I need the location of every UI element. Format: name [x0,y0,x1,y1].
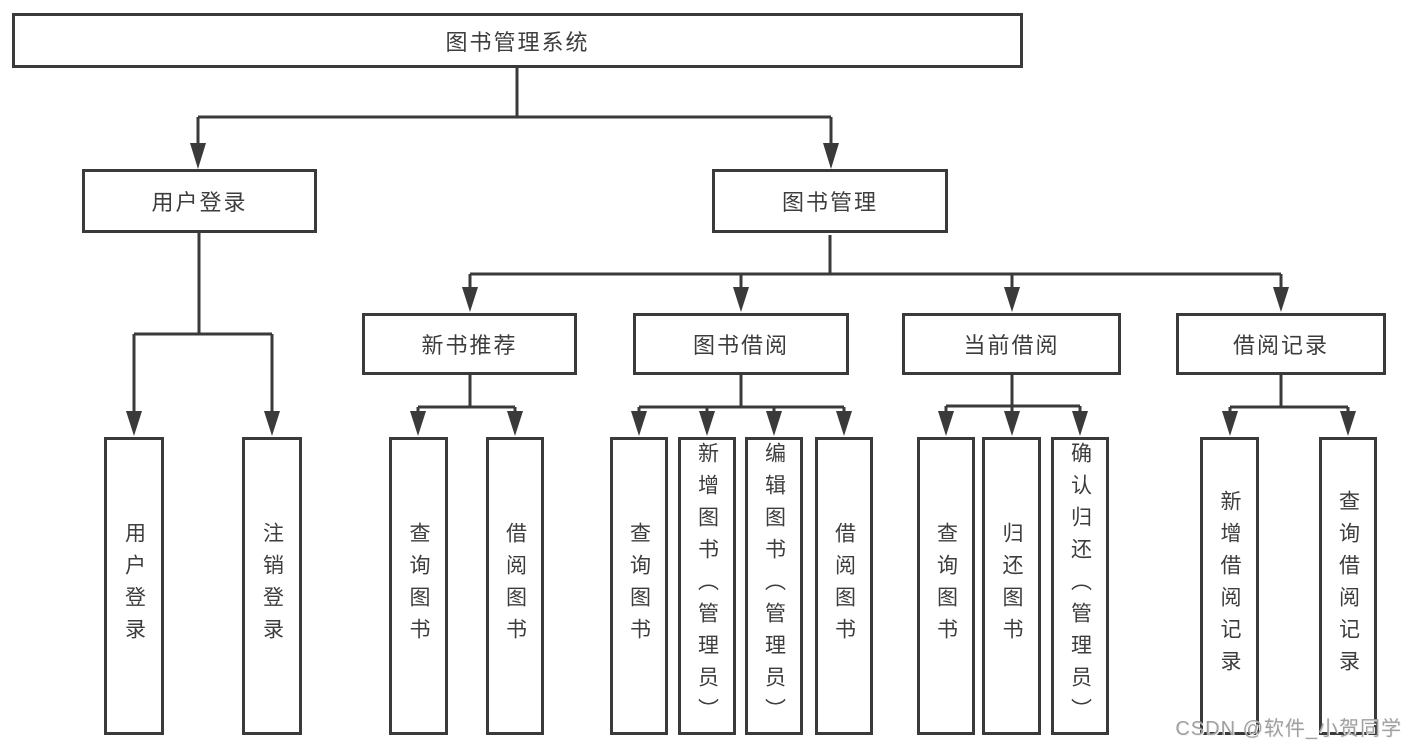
node-borrowing-record: 借阅记录 [1176,313,1386,375]
node-book-management-label: 图书管理 [781,190,878,215]
node-current-borrowing: 当前借阅 [902,313,1121,375]
arrow-down-icon [733,287,749,312]
arrow-down-icon [1072,411,1088,436]
arrow-down-icon [507,411,523,436]
node-user-login: 用户登录 [82,169,317,233]
connector-line [468,235,1283,289]
node-new-book-recommendation: 新书推荐 [362,313,577,375]
leaf-current-query-books: 查询图书 [917,437,975,735]
leaf-current-query-books-label: 查询图书 [934,522,958,650]
node-book-borrowing: 图书借阅 [633,313,849,375]
arrow-down-icon [699,411,715,436]
node-root: 图书管理系统 [12,13,1023,68]
connector-current-borrowing-children [938,374,1088,436]
watermark: CSDN @软件_小贺同学 [1175,718,1402,740]
leaf-newbook-borrow-books-label: 借阅图书 [503,522,527,650]
connector-line [1228,374,1350,413]
node-user-login-label: 用户登录 [151,190,248,215]
arrow-down-icon [1340,411,1356,436]
connector-new-book-children [410,374,523,436]
leaf-borrow-edit-books-admin: 编辑图书（管理员） [745,437,803,735]
arrow-down-icon [1273,287,1289,312]
node-root-label: 图书管理系统 [445,29,590,55]
leaf-borrow-query-books-label: 查询图书 [627,522,651,650]
arrow-down-icon [1222,411,1238,436]
leaf-borrow-add-books-admin-label: 新增图书（管理员） [695,442,719,730]
leaf-newbook-query-books: 查询图书 [389,437,448,735]
connector-book-borrowing-children [631,374,852,436]
leaf-logout: 注销登录 [242,437,302,735]
connector-line [944,374,1082,413]
arrow-down-icon [823,143,839,169]
arrow-down-icon [462,287,478,312]
leaf-user-login: 用户登录 [104,437,164,735]
arrow-down-icon [1004,411,1020,436]
connector-book-management-children [462,235,1289,312]
connector-root-to-level2 [190,68,839,169]
leaf-borrow-borrow-books-label: 借阅图书 [832,522,856,650]
arrow-down-icon [631,411,647,436]
arrow-down-icon [1004,287,1020,312]
leaf-borrow-add-books-admin: 新增图书（管理员） [678,437,736,735]
leaf-record-add-borrow-record-label: 新增借阅记录 [1218,490,1241,682]
arrow-down-icon [938,411,954,436]
leaf-current-return-books: 归还图书 [982,437,1041,735]
leaf-borrow-borrow-books: 借阅图书 [815,437,873,735]
arrow-down-icon [126,411,142,436]
connector-user-login-children [126,233,280,436]
node-book-borrowing-label: 图书借阅 [692,333,789,358]
node-borrowing-record-label: 借阅记录 [1232,333,1329,358]
connector-line [637,374,846,413]
connector-line [196,68,833,144]
leaf-borrow-query-books: 查询图书 [610,437,668,735]
arrow-down-icon [264,411,280,436]
leaf-borrow-edit-books-admin-label: 编辑图书（管理员） [762,442,786,730]
leaf-newbook-query-books-label: 查询图书 [407,522,430,650]
leaf-logout-label: 注销登录 [260,522,284,650]
connector-line [416,374,517,413]
arrow-down-icon [766,411,782,436]
arrow-down-icon [410,411,426,436]
arrow-down-icon [190,143,206,169]
node-new-book-recommendation-label: 新书推荐 [421,333,518,358]
connector-line [132,233,274,412]
leaf-user-login-label: 用户登录 [122,522,146,650]
arrow-down-icon [836,411,852,436]
leaf-record-query-borrow-record: 查询借阅记录 [1319,437,1377,735]
leaf-current-confirm-return-admin: 确认归还（管理员） [1051,437,1109,735]
node-current-borrowing-label: 当前借阅 [963,333,1060,358]
leaf-newbook-borrow-books: 借阅图书 [486,437,544,735]
leaf-current-return-books-label: 归还图书 [1000,522,1023,650]
leaf-current-confirm-return-admin-label: 确认归还（管理员） [1068,442,1092,730]
leaf-record-query-borrow-record-label: 查询借阅记录 [1336,490,1360,682]
leaf-record-add-borrow-record: 新增借阅记录 [1200,437,1259,735]
connector-borrowing-record-children [1222,374,1356,436]
node-book-management: 图书管理 [712,169,948,233]
